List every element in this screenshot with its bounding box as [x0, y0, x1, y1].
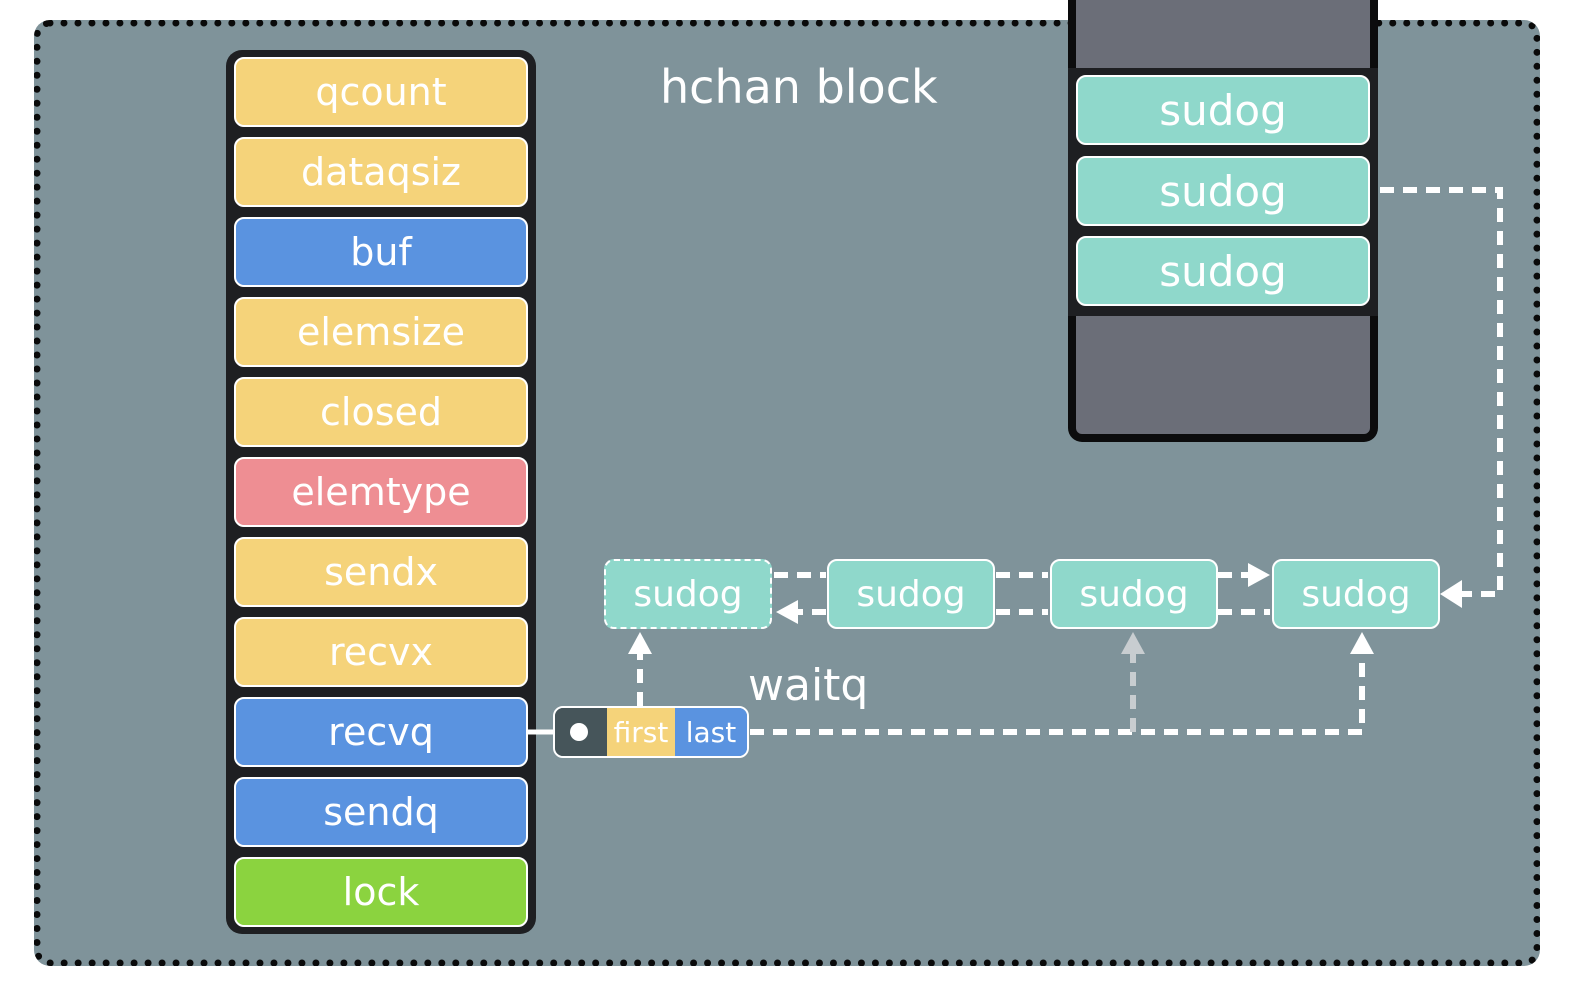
- field-elemsize: elemsize: [234, 297, 528, 367]
- waitq-last: last: [675, 708, 747, 756]
- waitq-struct: first last: [553, 706, 749, 758]
- field-sendx: sendx: [234, 537, 528, 607]
- queue-sudog-4: sudog: [1272, 559, 1440, 629]
- field-qcount: qcount: [234, 57, 528, 127]
- queue-sudog-2: sudog: [827, 559, 995, 629]
- pointer-dot: [570, 723, 588, 741]
- field-closed: closed: [234, 377, 528, 447]
- field-recvx: recvx: [234, 617, 528, 687]
- field-lock: lock: [234, 857, 528, 927]
- field-dataqsiz: dataqsiz: [234, 137, 528, 207]
- field-sendq: sendq: [234, 777, 528, 847]
- block-title: hchan block: [660, 60, 938, 114]
- stack-sudog-1: sudog: [1076, 75, 1370, 145]
- field-recvq: recvq: [234, 697, 528, 767]
- last-pointer: [750, 652, 1365, 735]
- queue-sudog-3: sudog: [1050, 559, 1218, 629]
- queue-sudog-1: sudog: [604, 559, 772, 629]
- stack-sudog-2: sudog: [1076, 156, 1370, 226]
- waitq-label: waitq: [748, 660, 869, 711]
- field-elemtype: elemtype: [234, 457, 528, 527]
- stack-sudog-3: sudog: [1076, 236, 1370, 306]
- waitq-first: first: [607, 708, 675, 756]
- hchan-struct: qcount dataqsiz buf elemsize closed elem…: [226, 50, 536, 934]
- stack-to-queue-arrow: [1380, 187, 1503, 597]
- field-buf: buf: [234, 217, 528, 287]
